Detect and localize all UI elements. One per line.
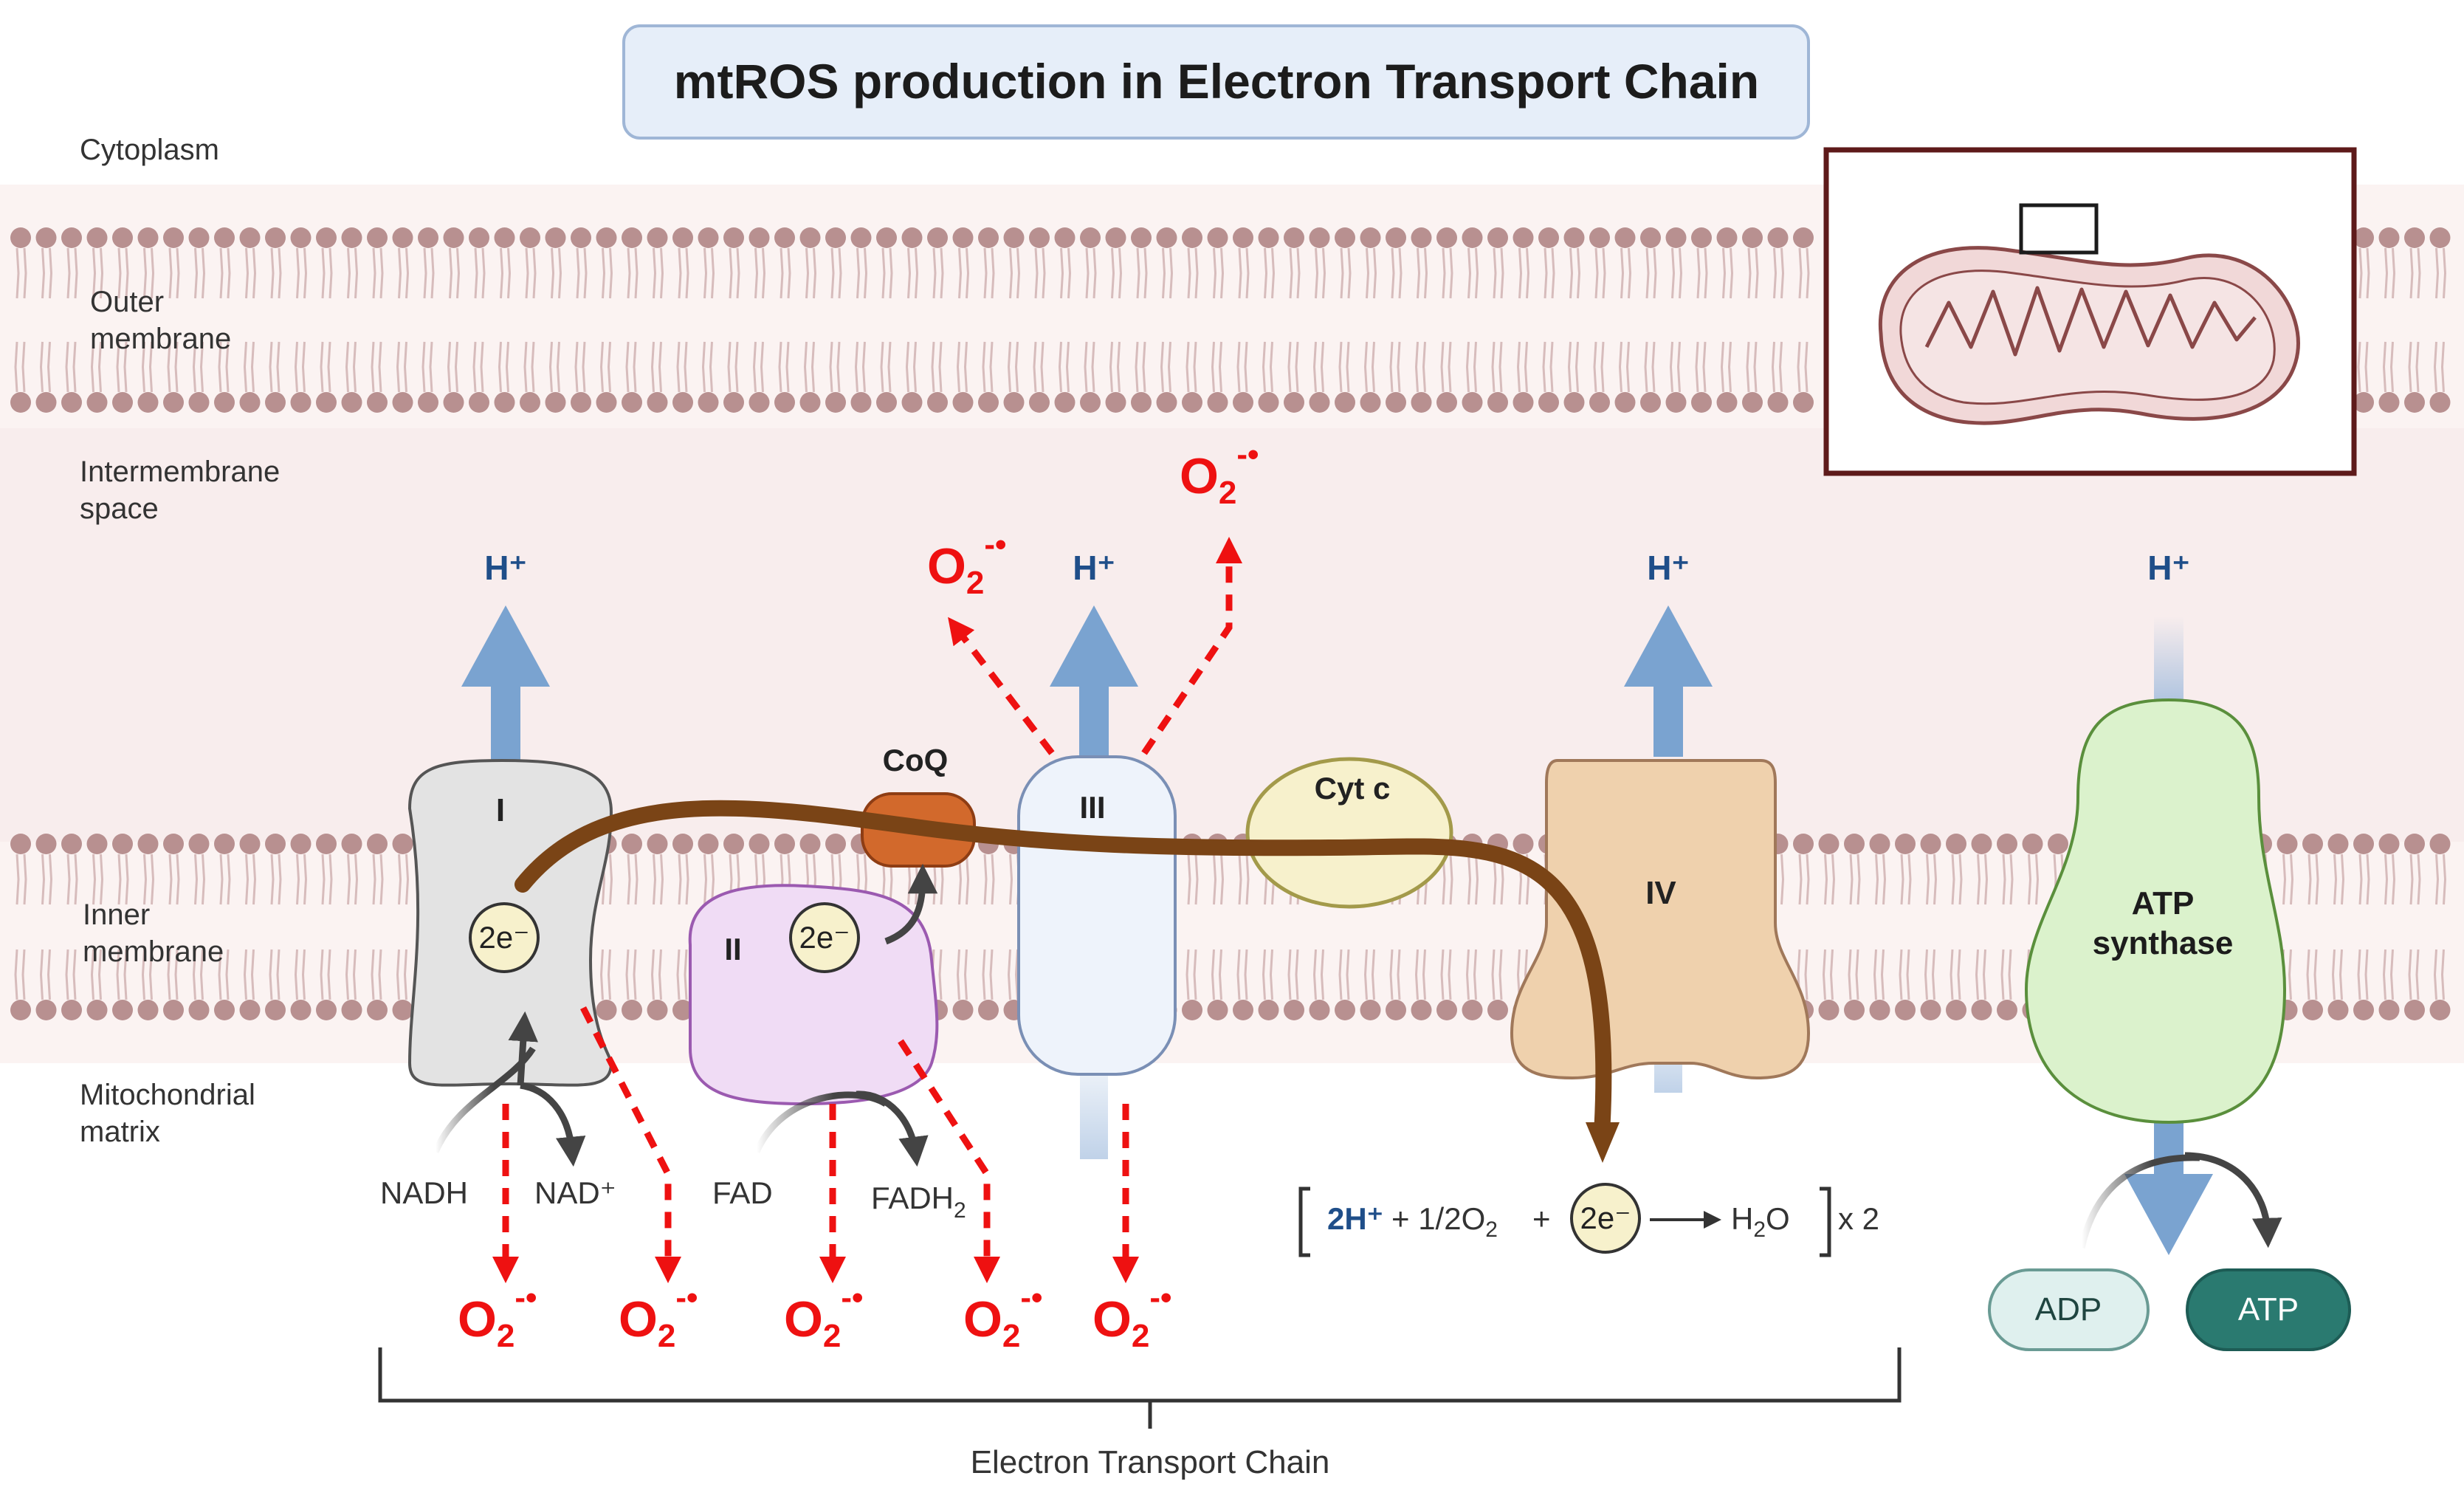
ros-arrows — [492, 537, 1242, 1283]
reaction-electron-circle — [1570, 1183, 1641, 1254]
inner-membrane-label-1: Inner — [83, 899, 150, 931]
proton-label-iv: H⁺ — [1647, 549, 1690, 587]
substrate-arrows — [432, 863, 2282, 1249]
proton-label-i: H⁺ — [484, 549, 527, 587]
atp-pill — [2186, 1268, 2351, 1351]
reaction-multiplier: x 2 — [1838, 1201, 1879, 1236]
intermembrane-label-1: Intermembrane — [80, 456, 280, 488]
outer-membrane-bilayer — [10, 227, 2451, 413]
inner-membrane-label-2: membrane — [83, 935, 224, 968]
outer-membrane-label-1: Outer — [90, 286, 164, 318]
superoxide-labels: O2-• O2-• O2-• O2-• O2-• O2-• O2-• — [458, 436, 1259, 1354]
fad-label: FAD — [712, 1175, 773, 1210]
atp-label: ATP — [2238, 1291, 2299, 1328]
etc-bracket — [378, 1347, 1902, 1429]
complex-iv — [1510, 759, 1811, 1080]
proton-label-iii: H⁺ — [1073, 549, 1115, 587]
electron-label-ii: 2e⁻ — [799, 920, 850, 955]
complex-ii — [688, 884, 939, 1106]
intermembrane-label-2: space — [80, 492, 159, 525]
complex-ii-label: II — [724, 932, 741, 966]
nad-label: NAD⁺ — [534, 1175, 616, 1210]
superoxide-1: O2-• — [458, 1280, 537, 1354]
electron-path — [515, 800, 1612, 1141]
reaction-protons: 2H⁺ — [1327, 1201, 1383, 1236]
complex-i-label: I — [496, 792, 505, 828]
electron-label-i: 2e⁻ — [479, 920, 530, 955]
electron-circle-ii — [789, 902, 860, 973]
superoxide-7: O2-• — [1180, 436, 1259, 511]
electron-circles: 2e⁻ 2e⁻ — [469, 902, 860, 973]
matrix-label-1: Mitochondrial — [80, 1079, 255, 1111]
superoxide-4: O2-• — [963, 1280, 1042, 1354]
complex-iii-label: III — [1079, 790, 1105, 825]
zoom-box — [2019, 203, 2099, 255]
electron-path-arrowhead — [1586, 1122, 1620, 1163]
adp-label: ADP — [2035, 1291, 2102, 1328]
atp-synthase-label-1: ATP — [2132, 885, 2195, 921]
proton-label-atp: H⁺ — [2147, 549, 2190, 587]
cyt-c-label: Cyt c — [1315, 771, 1391, 806]
matrix-label-2: matrix — [80, 1116, 160, 1148]
etc-bracket-label: Electron Transport Chain — [971, 1444, 1330, 1480]
diagram-title: mtROS production in Electron Transport C… — [674, 54, 1759, 109]
fadh2-label: FADH2 — [871, 1181, 966, 1223]
atp-synthase-label-2: synthase — [2093, 925, 2234, 961]
atp-synthase — [2024, 698, 2287, 1124]
reaction-plus: + — [1532, 1201, 1551, 1236]
superoxide-3: O2-• — [784, 1280, 863, 1354]
reaction-oxygen: + 1/2O2 — [1391, 1201, 1498, 1242]
superoxide-5: O2-• — [1092, 1280, 1171, 1354]
complex-iv-label: IV — [1645, 875, 1676, 911]
reaction-electron-label: 2e⁻ — [1580, 1201, 1631, 1235]
reaction-water: H2O — [1731, 1201, 1790, 1242]
outer-membrane-label-2: membrane — [90, 323, 231, 355]
nadh-label: NADH — [380, 1175, 468, 1210]
mitochondrion-inset — [1823, 147, 2357, 476]
cyt-c — [1245, 757, 1453, 909]
intermembrane-space — [0, 428, 2464, 842]
reaction-equation: 2H⁺ + 1/2O2 + 2e⁻ H2O x 2 — [1298, 1183, 1879, 1257]
adp-pill — [1988, 1268, 2150, 1351]
superoxide-6: O2-• — [927, 526, 1006, 601]
superoxide-2: O2-• — [619, 1280, 698, 1354]
title-box — [622, 24, 1810, 140]
electron-circle-i — [469, 902, 540, 973]
cytoplasm-label: Cytoplasm — [80, 134, 219, 166]
coq-label: CoQ — [883, 743, 949, 777]
